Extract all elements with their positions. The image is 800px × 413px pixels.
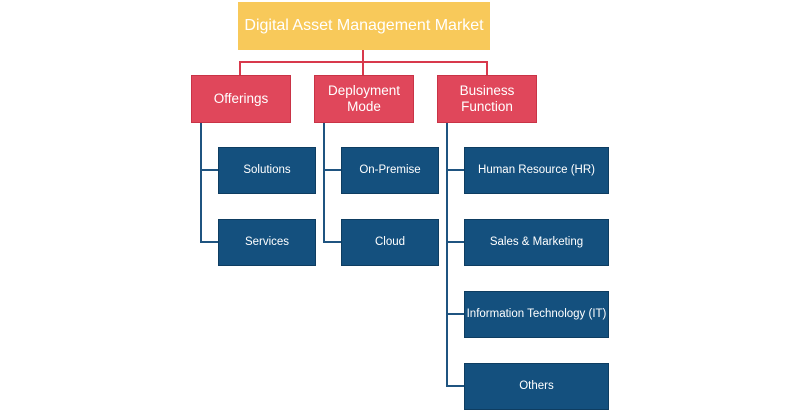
leaf-human-resource: Human Resource (HR) xyxy=(464,147,609,194)
leaf-solutions: Solutions xyxy=(218,147,316,194)
category-business-function: Business Function xyxy=(437,75,537,123)
category-offerings: Offerings xyxy=(191,75,291,123)
leaf-sales-marketing: Sales & Marketing xyxy=(464,219,609,266)
root-node: Digital Asset Management Market xyxy=(238,2,490,50)
leaf-information-technology: Information Technology (IT) xyxy=(464,291,609,338)
category-deployment-mode: Deployment Mode xyxy=(314,75,414,123)
leaf-on-premise: On-Premise xyxy=(341,147,439,194)
leaf-cloud: Cloud xyxy=(341,219,439,266)
leaf-services: Services xyxy=(218,219,316,266)
leaf-others: Others xyxy=(464,363,609,410)
